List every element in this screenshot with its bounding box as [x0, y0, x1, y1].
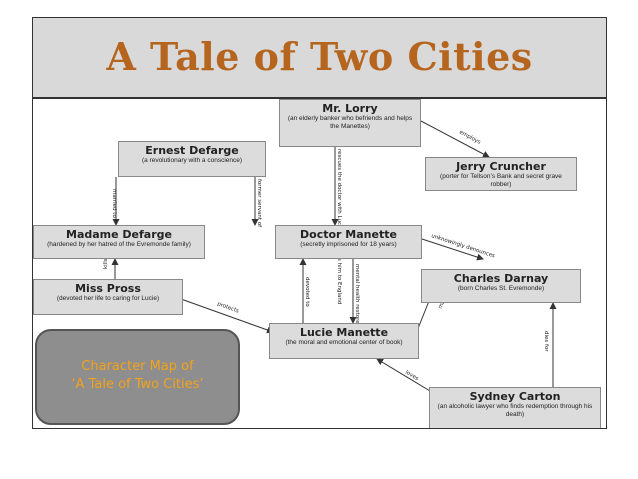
node-miss-pross: Miss Pross (devoted her life to caring f…	[33, 279, 183, 315]
node-name: Mr. Lorry	[322, 102, 378, 115]
node-desc: (secretly imprisoned for 18 years)	[300, 241, 397, 248]
node-ernest-defarge: Ernest Defarge (a revolutionary with a c…	[118, 141, 266, 177]
slide-title: A Tale of Two Cities	[106, 34, 533, 79]
caption-line-1: Character Map of	[81, 359, 194, 374]
node-desc: (a revolutionary with a conscience)	[141, 157, 243, 164]
node-desc: (devoted her life to caring for Lucie)	[56, 295, 160, 302]
node-desc: (an elderly banker who befriends and hel…	[287, 115, 413, 130]
node-name: Miss Pross	[75, 282, 141, 295]
edge-label-kills: kills	[103, 258, 109, 269]
edge-label-employs: employs	[458, 129, 481, 145]
edge-label-dies-for: dies for	[543, 331, 549, 352]
node-mr-lorry: Mr. Lorry (an elderly banker who befrien…	[279, 99, 421, 147]
caption-box: Character Map of ‘A Tale of Two Cities’	[35, 329, 240, 425]
node-jerry-cruncher: Jerry Cruncher (porter for Tellson’s Ban…	[425, 157, 577, 191]
node-name: Ernest Defarge	[145, 144, 239, 157]
edge-protects	[180, 298, 274, 334]
node-name: Charles Darnay	[453, 272, 549, 285]
node-doctor-manette: Doctor Manette (secretly imprisoned for …	[275, 225, 422, 259]
node-name: Lucie Manette	[299, 326, 389, 339]
node-name: Sydney Carton	[469, 390, 561, 403]
node-desc: (an alcoholic lawyer who finds redemptio…	[437, 403, 593, 418]
edge-label-mental-health: mental health restored by	[354, 264, 360, 336]
node-charles-darnay: Charles Darnay (born Charles St. Evremon…	[421, 269, 581, 303]
node-sydney-carton: Sydney Carton (an alcoholic lawyer who f…	[429, 387, 601, 428]
character-map: employs married to former servant of res…	[32, 98, 607, 429]
edge-label-married-to: married to	[111, 189, 117, 218]
edge-label-former-servant: former servant of	[256, 179, 262, 228]
node-madame-defarge: Madame Defarge (hardened by her hatred o…	[33, 225, 205, 259]
edge-employs	[420, 120, 490, 158]
node-desc: (porter for Tellson’s Bank and secret gr…	[440, 173, 562, 188]
node-desc: (born Charles St. Evremonde)	[457, 285, 545, 292]
node-lucie-manette: Lucie Manette (the moral and emotional c…	[269, 323, 419, 359]
edge-denounces	[421, 238, 484, 261]
edge-loves	[376, 358, 436, 395]
node-desc: (hardened by her hatred of the Evremonde…	[47, 241, 191, 248]
node-desc: (the moral and emotional center of book)	[285, 339, 403, 346]
caption-line-2: ‘A Tale of Two Cities’	[71, 377, 204, 392]
node-name: Jerry Cruncher	[456, 160, 546, 173]
edge-label-devoted: devoted to	[304, 277, 310, 307]
title-bar: A Tale of Two Cities	[32, 17, 607, 98]
node-name: Doctor Manette	[300, 228, 397, 241]
edge-label-denounces: unknowingly denounces	[430, 233, 495, 259]
node-name: Madame Defarge	[66, 228, 172, 241]
